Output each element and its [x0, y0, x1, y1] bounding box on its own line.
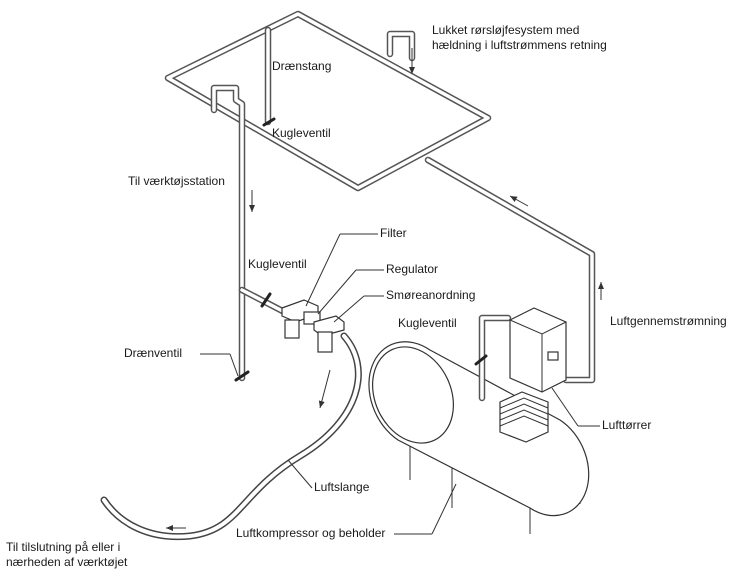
loop-riser-right — [386, 30, 416, 62]
filter-label: Filter — [380, 226, 407, 240]
return-pipe — [424, 156, 596, 384]
airflow-label: Luftgennemstrømning — [610, 314, 727, 328]
ball-valve-mid-label: Kugleventil — [248, 257, 307, 271]
drain-ball-valve-icon — [262, 117, 276, 127]
compressor-motor — [499, 391, 549, 443]
air-hose-label: Luftslange — [314, 480, 370, 494]
ball-valve-right-label: Kugleventil — [398, 316, 457, 330]
leader-compressor — [431, 483, 457, 535]
regulator-label: Regulator — [386, 262, 439, 276]
tool-drop-pipe — [210, 84, 250, 382]
closed-loop-pipe — [164, 10, 492, 192]
flow-arrow-left-icon — [509, 195, 529, 207]
leader-drain-valve — [229, 353, 239, 377]
drain-leg-label: Drænstang — [272, 59, 332, 73]
lubricator-bowl — [317, 331, 333, 353]
compressor-tank — [368, 341, 590, 534]
tool-connection-label-line-1: Til tilslutning på eller i — [6, 540, 121, 554]
drain-valve-icon — [234, 370, 250, 382]
leader-regulator — [317, 269, 357, 315]
lubricator-label: Smøreanordning — [386, 288, 476, 302]
drain-valve-label: Drænventil — [124, 346, 183, 360]
compressor-ball-valve-icon — [474, 354, 488, 366]
flow-arrow-hose-icon — [318, 369, 331, 409]
air-hose — [100, 332, 362, 541]
filter-bowl — [284, 319, 300, 339]
closed-loop-label-line-2: hældning i luftstrømmens retning — [432, 38, 607, 52]
tank-end — [371, 346, 455, 444]
air-dryer-label: Lufttørrer — [602, 418, 652, 432]
tool-station-label: Til værktøjsstation — [128, 174, 225, 188]
compressor-label: Luftkompressor og beholder — [236, 526, 386, 540]
air-dryer — [509, 307, 567, 393]
frl-ball-valve-icon — [260, 292, 272, 308]
lubricator-body — [313, 315, 345, 337]
compressor-outlet-pipe — [474, 314, 512, 402]
leader-air-hose — [287, 459, 313, 489]
drain-leg-pipe — [262, 26, 276, 127]
frl-unit — [281, 299, 345, 353]
leader-filter — [305, 233, 341, 307]
ball-valve-top-label: Kugleventil — [272, 126, 331, 140]
leader-air-dryer — [551, 387, 579, 427]
tool-connection-label-line-2: nærheden af værktøjet — [6, 555, 128, 569]
closed-loop-label-line-1: Lukket rørsløjfesystem med — [432, 23, 580, 37]
leader-lubricator — [333, 295, 365, 323]
